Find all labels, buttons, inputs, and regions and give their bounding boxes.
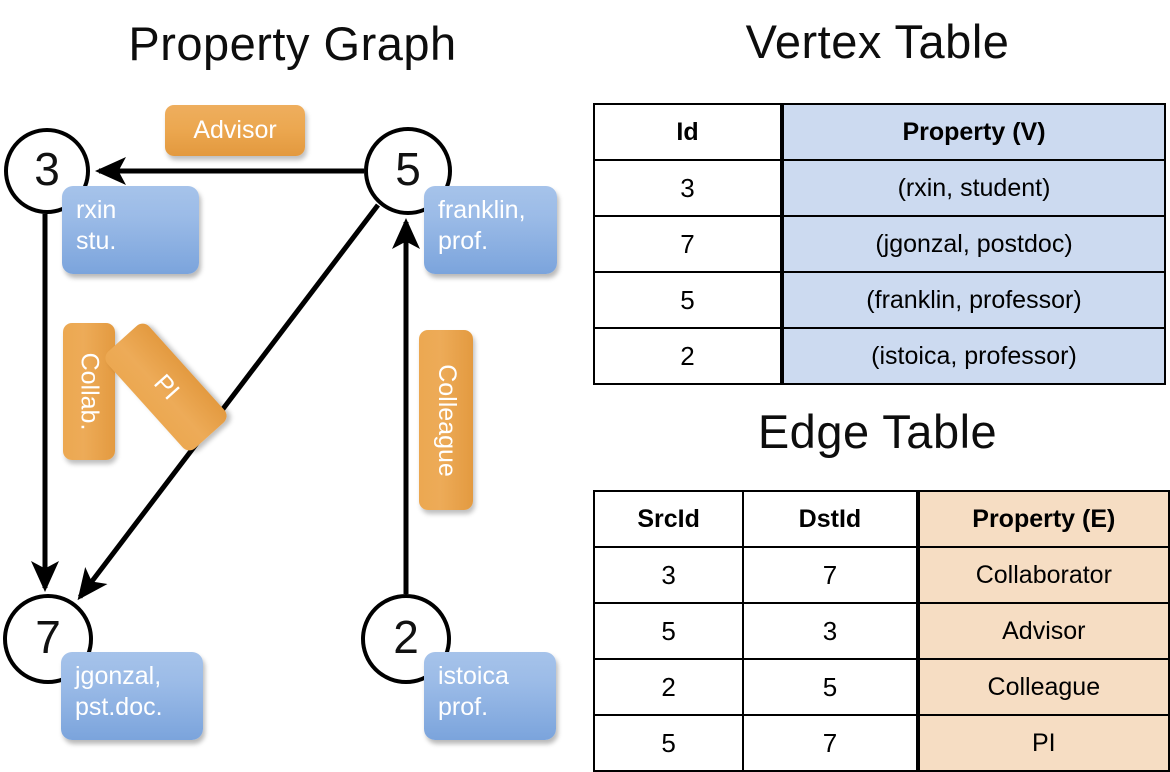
page-title-property-graph: Property Graph <box>128 17 457 70</box>
edge-label-colleague[interactable]: Colleague <box>419 330 473 510</box>
edge-label-collab-text: Collab. <box>75 352 104 431</box>
table-row[interactable]: 5 3 Advisor <box>592 602 1170 660</box>
vertex-table-header-row: Id Property (V) <box>593 103 1167 161</box>
edge-table-header-srcid: SrcId <box>592 490 745 548</box>
node-property-box-5-line1: franklin, <box>438 196 526 224</box>
graph-node-2[interactable]: 2 <box>361 594 451 684</box>
edge-table-cell-property: Advisor <box>915 602 1170 660</box>
table-row[interactable]: 3 (rxin, student) <box>593 159 1167 217</box>
edge-table: SrcId DstId Property (E) 3 7 Collaborato… <box>592 490 1170 772</box>
table-row[interactable]: 7 (jgonzal, postdoc) <box>593 215 1167 273</box>
vertex-table-cell-id: 3 <box>593 159 783 217</box>
node-property-box-7-line2: pst.doc. <box>75 692 163 721</box>
table-row[interactable]: 5 7 PI <box>592 714 1170 772</box>
edge-table-cell-dstid: 5 <box>742 658 919 716</box>
graph-node-7-id: 7 <box>35 611 61 663</box>
vertex-table-header-property: Property (V) <box>779 103 1167 161</box>
edge-table-header-property: Property (E) <box>915 490 1170 548</box>
edge-label-advisor-text: Advisor <box>193 116 277 144</box>
edge-table-cell-property: Colleague <box>915 658 1170 716</box>
node-property-box-7[interactable]: jgonzal, pst.doc. <box>61 652 203 740</box>
edge-label-collab[interactable]: Collab. <box>63 323 115 460</box>
node-property-box-5[interactable]: franklin, prof. <box>424 186 557 274</box>
edge-label-pi[interactable]: PI <box>101 319 231 455</box>
edge-table-cell-property: Collaborator <box>915 546 1170 604</box>
edge-table-cell-dstid: 3 <box>742 602 919 660</box>
node-property-box-3-line2: stu. <box>76 226 117 255</box>
vertex-table-cell-property: (istoica, professor) <box>779 327 1167 385</box>
vertex-table-cell-property: (jgonzal, postdoc) <box>779 215 1167 273</box>
vertex-table-header-id: Id <box>593 103 783 161</box>
edge-table-cell-srcid: 3 <box>592 546 745 604</box>
property-graph-diagram: Advisor Collab. PI Colleague 3 5 7 2 rxi… <box>0 0 585 760</box>
graph-node-5-id: 5 <box>395 143 421 195</box>
edge-table-cell-srcid: 2 <box>592 658 745 716</box>
edge-table-header-dstid: DstId <box>742 490 919 548</box>
table-row[interactable]: 3 7 Collaborator <box>592 546 1170 604</box>
vertex-table-cell-id: 5 <box>593 271 783 329</box>
edge-table-cell-dstid: 7 <box>742 546 919 604</box>
edge-table-cell-srcid: 5 <box>592 714 745 772</box>
vertex-table-cell-id: 7 <box>593 215 783 273</box>
node-property-box-3[interactable]: rxin stu. <box>62 186 199 274</box>
edge-table-header-row: SrcId DstId Property (E) <box>592 490 1170 548</box>
table-row[interactable]: 2 (istoica, professor) <box>593 327 1167 385</box>
edge-label-advisor[interactable]: Advisor <box>165 105 305 156</box>
graph-node-3-id: 3 <box>34 143 60 195</box>
edge-label-pi-text: PI <box>148 368 185 405</box>
node-property-box-7-line1: jgonzal, <box>75 662 162 690</box>
edge-table-cell-srcid: 5 <box>592 602 745 660</box>
page-title-edge-table: Edge Table <box>757 405 998 458</box>
node-property-box-2-line2: prof. <box>438 692 489 721</box>
node-property-box-3-line1: rxin <box>76 196 117 224</box>
node-property-box-2-line1: istoica <box>438 662 509 690</box>
edge-label-colleague-text: Colleague <box>432 363 461 477</box>
edge-table-cell-property: PI <box>915 714 1170 772</box>
table-row[interactable]: 5 (franklin, professor) <box>593 271 1167 329</box>
vertex-table-cell-property: (rxin, student) <box>779 159 1167 217</box>
vertex-table-cell-property: (franklin, professor) <box>779 271 1167 329</box>
edge-table-cell-dstid: 7 <box>742 714 919 772</box>
graph-node-5[interactable]: 5 <box>364 127 452 215</box>
graph-node-2-id: 2 <box>393 611 419 663</box>
vertex-table: Id Property (V) 3 (rxin, student) 7 (jgo… <box>593 103 1167 385</box>
page-title-vertex-table: Vertex Table <box>745 15 1010 68</box>
table-row[interactable]: 2 5 Colleague <box>592 658 1170 716</box>
node-property-box-2[interactable]: istoica prof. <box>424 652 556 740</box>
vertex-table-cell-id: 2 <box>593 327 783 385</box>
node-property-box-5-line2: prof. <box>438 226 489 255</box>
